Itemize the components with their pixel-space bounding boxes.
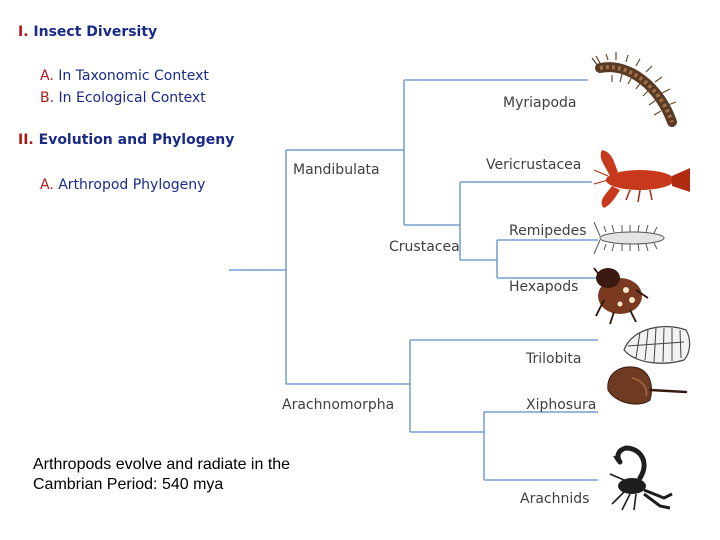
taxon-label-myriapoda: Myriapoda bbox=[503, 95, 577, 111]
section-1-numeral: I. bbox=[18, 24, 29, 40]
beetle-icon bbox=[593, 267, 649, 325]
item-text: In Taxonomic Context bbox=[58, 68, 209, 84]
outline-section-1: I. Insect Diversity bbox=[18, 23, 157, 41]
node-label-arachnomorpha: Arachnomorpha bbox=[282, 397, 394, 413]
item-letter: A. bbox=[40, 177, 54, 193]
item-text: In Ecological Context bbox=[58, 90, 206, 106]
outline-item-1a: A. In Taxonomic Context bbox=[40, 67, 209, 85]
item-letter: A. bbox=[40, 68, 54, 84]
horseshoe-crab-icon bbox=[607, 366, 688, 405]
item-letter: B. bbox=[40, 90, 55, 106]
node-label-mandibulata: Mandibulata bbox=[293, 162, 380, 178]
caption-line-2: Cambrian Period: 540 mya bbox=[33, 476, 224, 493]
taxon-label-vericrustacea: Vericrustacea bbox=[486, 157, 581, 173]
caption-line-1: Arthropods evolve and radiate in the bbox=[33, 456, 291, 473]
taxon-label-trilobita: Trilobita bbox=[525, 351, 581, 367]
section-2-numeral: II. bbox=[18, 132, 34, 148]
tree-branches bbox=[229, 79, 598, 481]
trilobite-icon bbox=[623, 326, 691, 364]
outline-item-2a: A. Arthropod Phylogeny bbox=[40, 176, 205, 194]
caption: Arthropods evolve and radiate in the Cam… bbox=[33, 455, 333, 495]
node-label-crustacea: Crustacea bbox=[389, 239, 460, 255]
outline-item-1b: B. In Ecological Context bbox=[40, 89, 206, 107]
item-text: Arthropod Phylogeny bbox=[58, 177, 206, 193]
taxon-label-hexapods: Hexapods bbox=[509, 279, 578, 295]
scorpion-icon bbox=[609, 445, 673, 511]
taxon-label-arachnids: Arachnids bbox=[520, 491, 589, 507]
outline-section-2: II. Evolution and Phylogeny bbox=[18, 131, 234, 149]
crayfish-icon bbox=[593, 150, 690, 208]
section-2-title: Evolution and Phylogeny bbox=[38, 132, 235, 148]
taxon-label-remipedes: Remipedes bbox=[509, 223, 587, 239]
remipede-icon bbox=[593, 221, 665, 255]
section-1-title: Insect Diversity bbox=[33, 24, 158, 40]
centipede-icon bbox=[591, 52, 677, 127]
taxon-label-xiphosura: Xiphosura bbox=[526, 397, 596, 413]
